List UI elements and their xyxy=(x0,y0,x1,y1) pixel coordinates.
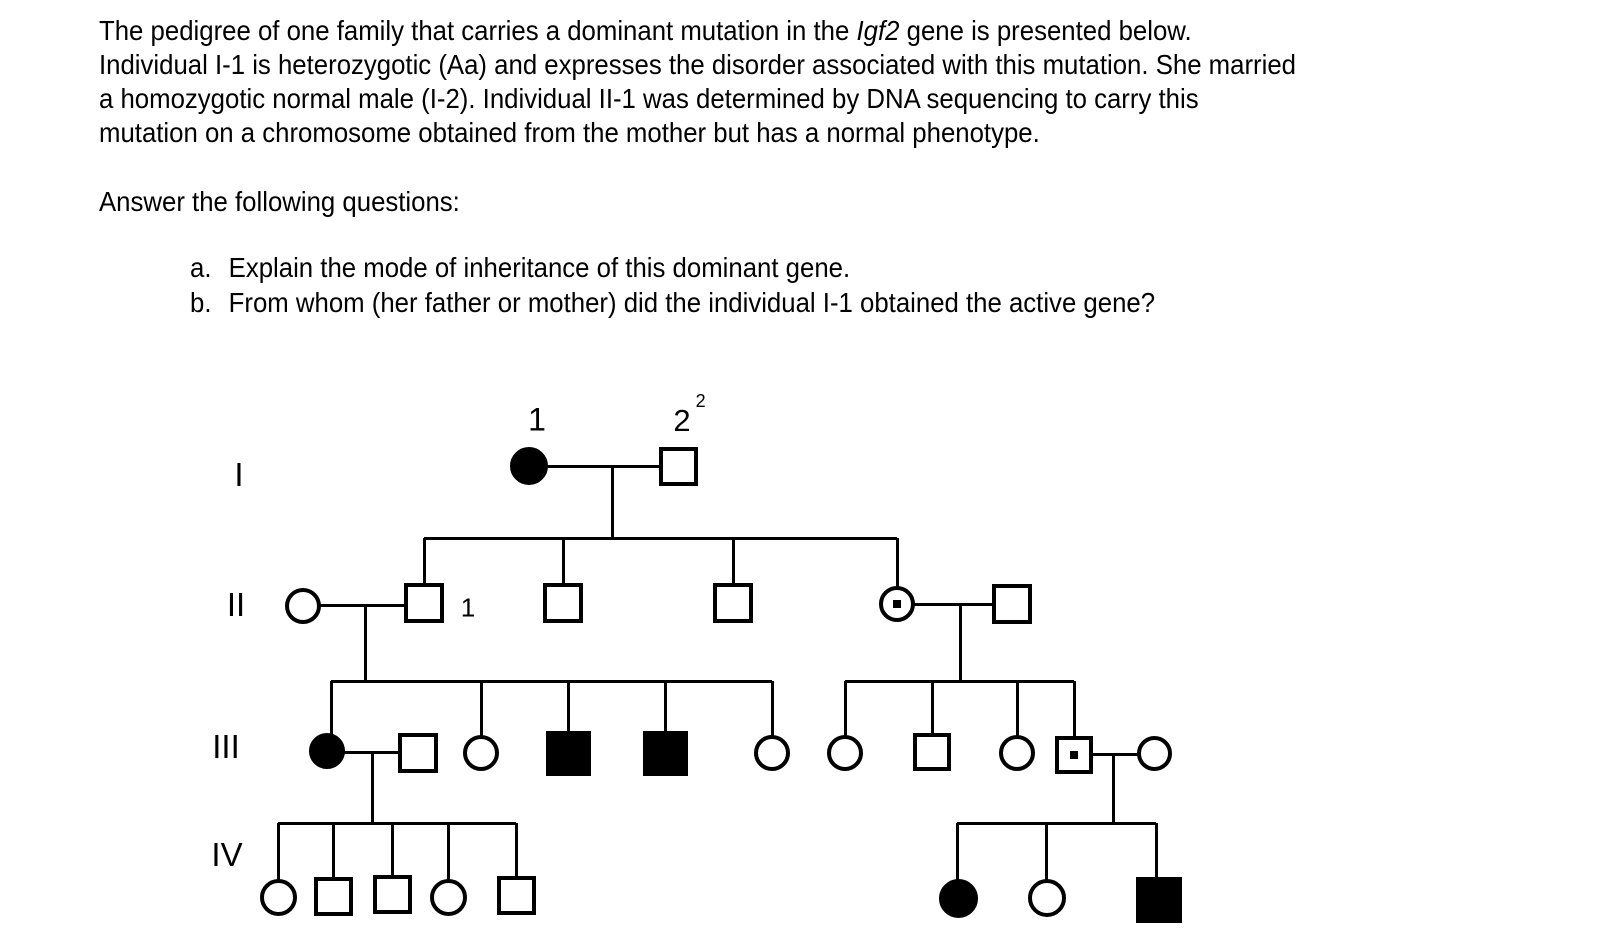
child-line xyxy=(331,823,335,879)
child-line xyxy=(1154,823,1158,881)
person-III-2 xyxy=(463,735,499,771)
text-segment: Individual I-1 is heterozygotic (Aa) and… xyxy=(99,49,1297,80)
person-II-3 xyxy=(713,583,753,623)
marriage-line xyxy=(547,464,660,468)
child-line xyxy=(1015,681,1019,737)
marriage-line xyxy=(914,602,993,606)
sibship-line xyxy=(957,821,1156,825)
person-IV-3 xyxy=(372,874,412,914)
intro-paragraph: The pedigree of one family that carries … xyxy=(99,14,1296,150)
generation-label-I: I xyxy=(234,456,244,493)
person-II-4 xyxy=(879,586,915,622)
person-IV-6 xyxy=(938,878,978,918)
person-IV-1 xyxy=(259,878,297,916)
person-II-2 xyxy=(543,583,583,623)
sibship-line xyxy=(424,536,897,540)
descent-line xyxy=(1111,754,1115,825)
marriage-line xyxy=(1092,752,1138,756)
generation-label-II: II xyxy=(226,586,246,623)
child-line xyxy=(843,681,847,737)
child-line xyxy=(390,823,394,878)
text-segment: The pedigree of one family that carries … xyxy=(99,15,857,46)
question-text: Explain the mode of inheritance of this … xyxy=(228,252,851,283)
question-text: From whom (her father or mother) did the… xyxy=(228,287,1156,318)
child-line xyxy=(329,681,333,736)
generation-label-IV: IV xyxy=(211,836,243,873)
paragraph-line: mutation on a chromosome obtained from t… xyxy=(99,116,1296,150)
person-III-6 xyxy=(827,735,863,771)
child-line xyxy=(276,823,280,881)
person-III-8 xyxy=(999,735,1035,771)
person-III-1 xyxy=(309,733,345,769)
child-line xyxy=(566,681,570,734)
child-line xyxy=(663,681,667,734)
person-IV-4 xyxy=(429,878,467,916)
person-II-4-spouse xyxy=(992,584,1032,624)
person-IV-2 xyxy=(313,876,353,916)
individual-number-label: 1 xyxy=(460,592,476,623)
sibship-line xyxy=(331,679,772,683)
sibship-line xyxy=(278,821,516,825)
descent-line xyxy=(958,604,962,683)
marriage-line xyxy=(320,603,406,607)
paragraph-line: a homozygotic normal male (I-2). Individ… xyxy=(99,82,1296,116)
gene-name-italic: Igf2 xyxy=(856,15,900,46)
generation-label-III: III xyxy=(212,728,240,765)
child-line xyxy=(1044,823,1048,882)
child-line xyxy=(955,823,959,881)
footnote-superscript: 2 xyxy=(695,391,706,411)
child-line xyxy=(479,681,483,738)
person-III-1-spouse xyxy=(398,733,438,773)
text-segment: gene is presented below. xyxy=(899,15,1192,46)
person-IV-8 xyxy=(1136,877,1182,923)
child-line xyxy=(422,538,426,586)
individual-number-label: 1 xyxy=(528,401,546,438)
person-III-9 xyxy=(1055,736,1093,774)
paragraph-line: The pedigree of one family that carries … xyxy=(99,14,1296,48)
child-line xyxy=(561,538,565,586)
question-label: b. xyxy=(190,287,212,318)
child-line xyxy=(731,538,735,586)
question-item: b. From whom (her father or mother) did t… xyxy=(190,285,1155,320)
sibship-line xyxy=(845,679,1074,683)
child-line xyxy=(770,681,774,738)
descent-line xyxy=(363,605,367,683)
questions-list: a. Explain the mode of inheritance of thi… xyxy=(190,250,1155,320)
child-line xyxy=(895,538,899,589)
person-III-5 xyxy=(754,735,790,771)
person-II-1-spouse xyxy=(285,588,321,624)
child-line xyxy=(930,681,934,736)
person-II-1 xyxy=(404,583,444,623)
paragraph-line: Individual I-1 is heterozygotic (Aa) and… xyxy=(99,48,1296,82)
person-I-1 xyxy=(510,447,548,485)
question-label: a. xyxy=(190,252,212,283)
question-item: a. Explain the mode of inheritance of thi… xyxy=(190,250,1155,285)
descent-line xyxy=(610,466,614,540)
carrier-dot xyxy=(1070,751,1078,759)
person-IV-7 xyxy=(1028,879,1066,917)
child-line xyxy=(1072,681,1076,739)
questions-intro: Answer the following questions: xyxy=(99,186,460,217)
text-segment: a homozygotic normal male (I-2). Individ… xyxy=(99,83,1199,114)
child-line xyxy=(446,823,450,881)
person-III-4 xyxy=(642,730,688,776)
person-I-2 xyxy=(658,446,698,486)
person-III-9-spouse xyxy=(1136,735,1172,771)
carrier-dot xyxy=(893,600,901,608)
person-III-7 xyxy=(913,733,951,771)
person-IV-5 xyxy=(496,875,536,915)
child-line xyxy=(514,823,518,878)
descent-line xyxy=(370,752,374,825)
person-III-3 xyxy=(545,730,591,776)
text-segment: mutation on a chromosome obtained from t… xyxy=(99,117,1040,148)
